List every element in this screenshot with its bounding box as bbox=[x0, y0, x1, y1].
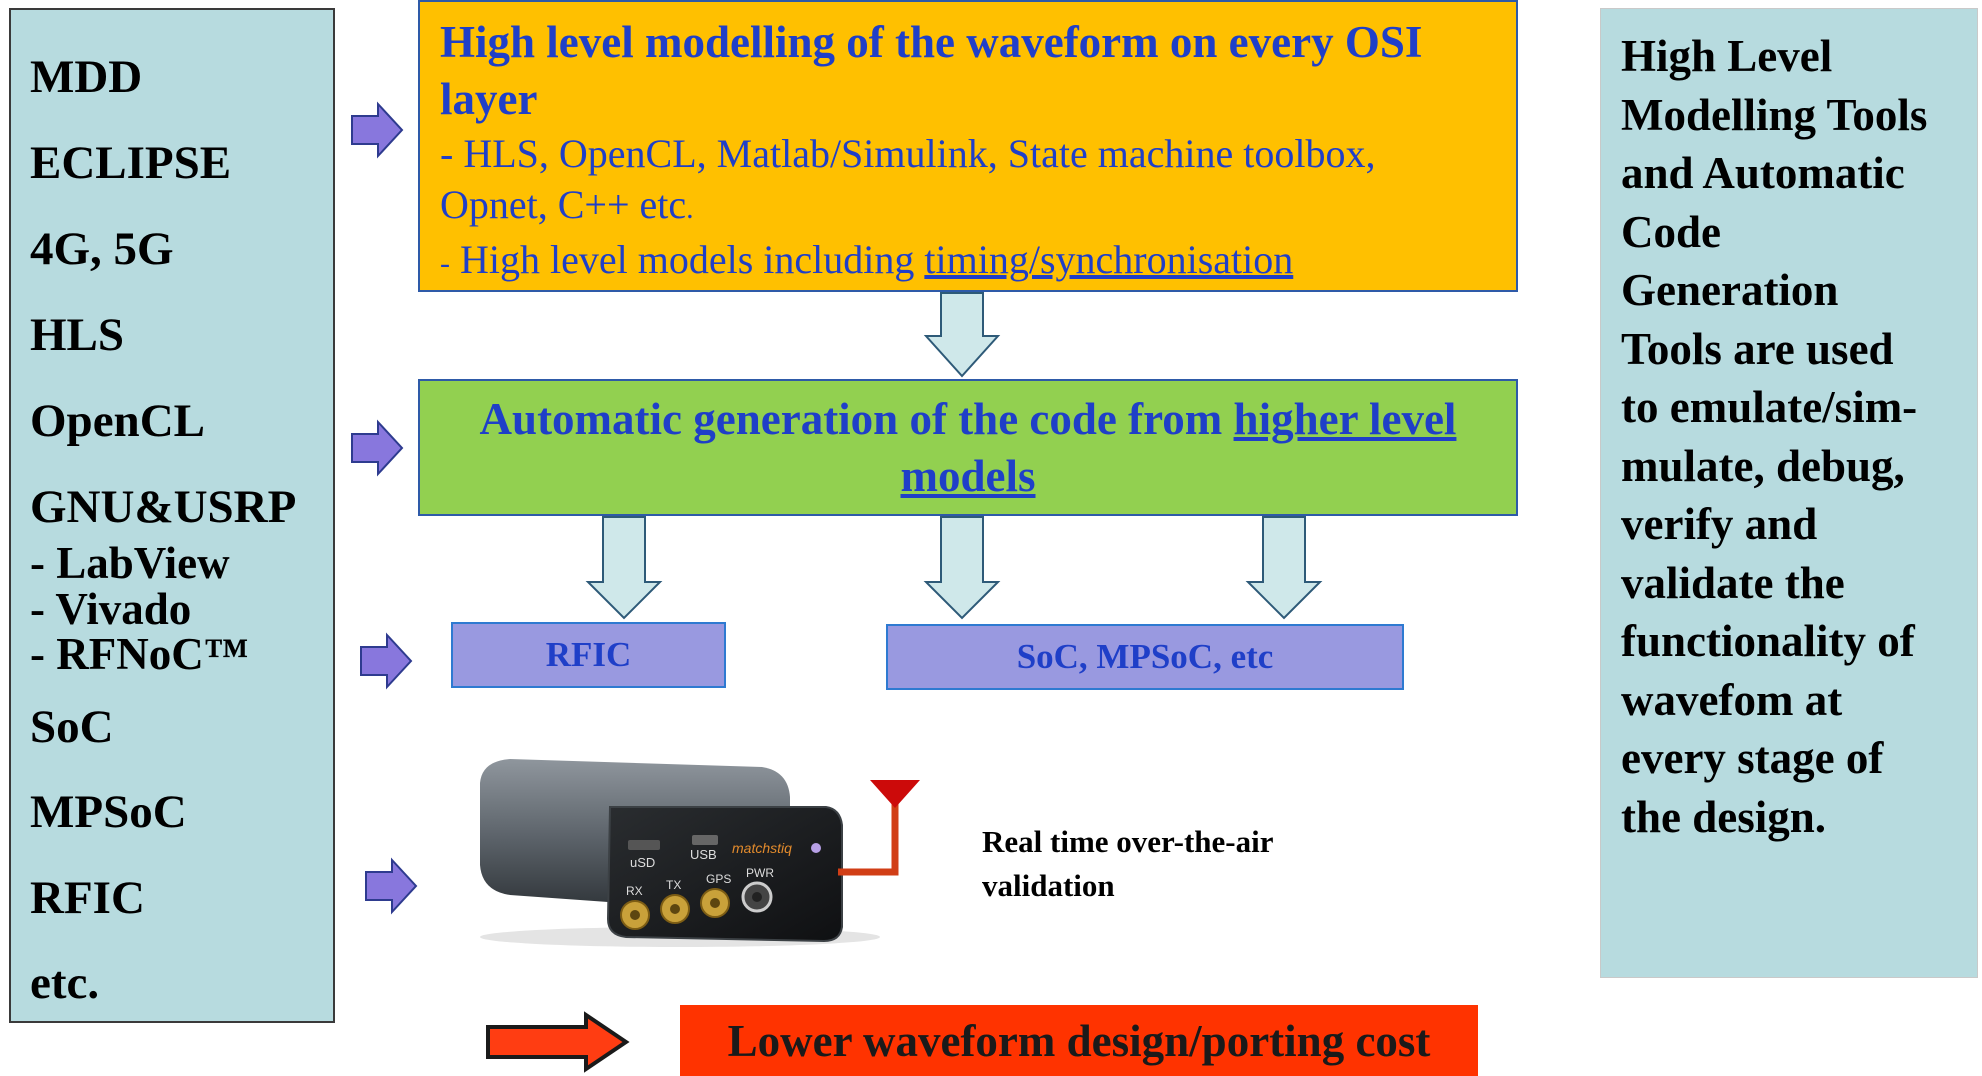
antenna-icon bbox=[838, 780, 920, 876]
sdr-device-image: uSD USB matchstiq RX TX GPS PWR bbox=[480, 759, 880, 947]
tech-item-soc: SoC bbox=[30, 701, 114, 753]
tools-bullet-line2: Opnet, C++ etc. bbox=[440, 179, 1500, 234]
description-line: verify and bbox=[1621, 499, 1818, 549]
timing-synchronisation-link[interactable]: timing/synchronisation bbox=[924, 237, 1294, 282]
description-line: validate the bbox=[1621, 557, 1845, 608]
ota-line-2: validation bbox=[982, 868, 1115, 903]
down-arrow-icon bbox=[1245, 516, 1323, 620]
description-line: Modelling Tools bbox=[1621, 89, 1928, 140]
power-connector-pin bbox=[752, 892, 762, 902]
down-arrow-icon bbox=[923, 516, 1001, 620]
antenna-cable bbox=[838, 796, 899, 876]
lower-cost-banner: Lower waveform design/porting cost bbox=[680, 1005, 1478, 1076]
description-line: Code bbox=[1621, 206, 1721, 257]
rfic-label: RFIC bbox=[545, 635, 632, 674]
usd-port-label: uSD bbox=[630, 855, 655, 870]
pwr-port-label: PWR bbox=[746, 866, 774, 880]
higher-level-models-link[interactable]: higher level models bbox=[900, 394, 1457, 501]
tools-bullet-line1: - HLS, OpenCL, Matlab/Simulink, State ma… bbox=[440, 131, 1376, 176]
timing-bullet: - High level models including timing/syn… bbox=[440, 234, 1500, 289]
description-line: every stage of bbox=[1621, 733, 1884, 783]
gps-port-label: GPS bbox=[706, 872, 731, 886]
over-the-air-validation-text: Real time over-the-air validation bbox=[982, 820, 1274, 908]
description-line: High Level bbox=[1621, 31, 1833, 81]
tools-bullet-line2-text: Opnet, C++ etc bbox=[440, 182, 687, 227]
tech-item-rfic: RFIC bbox=[30, 872, 145, 924]
pointer-arrow-icon bbox=[351, 101, 404, 159]
rx-connector-pin bbox=[630, 910, 640, 920]
description-line: Tools are used bbox=[1621, 323, 1894, 374]
high-level-modelling-title: High level modelling of the waveform on … bbox=[440, 17, 1423, 124]
tech-item-etc: etc. bbox=[30, 957, 100, 1009]
description-line: functionality of bbox=[1621, 616, 1915, 666]
usb-port-label: USB bbox=[690, 847, 717, 862]
tech-item-eclipse: ECLIPSE bbox=[30, 137, 232, 189]
gps-connector-pin bbox=[710, 898, 720, 908]
automatic-generation-text: Automatic generation of the code from bbox=[479, 394, 1234, 444]
pointer-arrow-icon bbox=[360, 632, 413, 690]
lower-cost-label: Lower waveform design/porting cost bbox=[727, 1015, 1431, 1066]
soc-mpsoc-label: SoC, MPSoC, etc bbox=[1016, 637, 1274, 676]
tech-item-gnu-usrp: GNU&USRP bbox=[30, 481, 297, 533]
usb-port bbox=[692, 835, 718, 845]
down-arrow-icon bbox=[585, 516, 663, 620]
usd-slot bbox=[628, 840, 660, 850]
right-description-panel: High Level Modelling Tools and Automatic… bbox=[1600, 8, 1978, 978]
antenna-tip bbox=[870, 780, 920, 808]
tech-subitem-vivado: - Vivado bbox=[30, 584, 192, 634]
description-line: the design. bbox=[1621, 791, 1827, 842]
rx-port-label: RX bbox=[626, 884, 643, 898]
tech-subitem-rfnoc: - RFNoC™ bbox=[30, 629, 249, 679]
pointer-arrow-icon bbox=[365, 857, 418, 915]
ota-line-1: Real time over-the-air bbox=[982, 824, 1274, 859]
tech-item-4g5g: 4G, 5G bbox=[30, 223, 174, 275]
tech-item-mpsoc: MPSoC bbox=[30, 786, 187, 838]
down-arrow-icon bbox=[923, 292, 1001, 378]
tech-item-hls: HLS bbox=[30, 309, 125, 361]
timing-bullet-dash: - bbox=[440, 247, 450, 280]
description-line: wavefom at bbox=[1621, 674, 1843, 725]
tx-connector-pin bbox=[670, 904, 680, 914]
description-line: and Automatic bbox=[1621, 148, 1905, 198]
timing-bullet-text: High level models including bbox=[450, 237, 925, 282]
device-brand-label: matchstiq bbox=[732, 840, 792, 856]
tech-subitem-labview: - LabView bbox=[30, 538, 230, 588]
automatic-code-generation-box: Automatic generation of the code from hi… bbox=[418, 379, 1518, 516]
tools-bullet-line2-period: . bbox=[686, 192, 694, 225]
tech-item-mdd: MDD bbox=[30, 51, 143, 103]
status-led bbox=[811, 843, 821, 853]
rfic-box: RFIC bbox=[451, 622, 726, 688]
high-level-modelling-box: High level modelling of the waveform on … bbox=[418, 0, 1518, 292]
description-line: mulate, debug, bbox=[1621, 440, 1905, 491]
soc-mpsoc-box: SoC, MPSoC, etc bbox=[886, 624, 1404, 690]
description-line: to emulate/sim- bbox=[1621, 382, 1918, 432]
tech-item-opencl: OpenCL bbox=[30, 395, 205, 447]
left-technology-panel: MDD ECLIPSE 4G, 5G HLS OpenCL GNU&USRP -… bbox=[9, 8, 335, 1023]
tx-port-label: TX bbox=[666, 878, 681, 892]
pointer-arrow-icon bbox=[351, 419, 404, 477]
description-line: Generation bbox=[1621, 265, 1839, 315]
result-arrow-icon bbox=[486, 1011, 630, 1073]
